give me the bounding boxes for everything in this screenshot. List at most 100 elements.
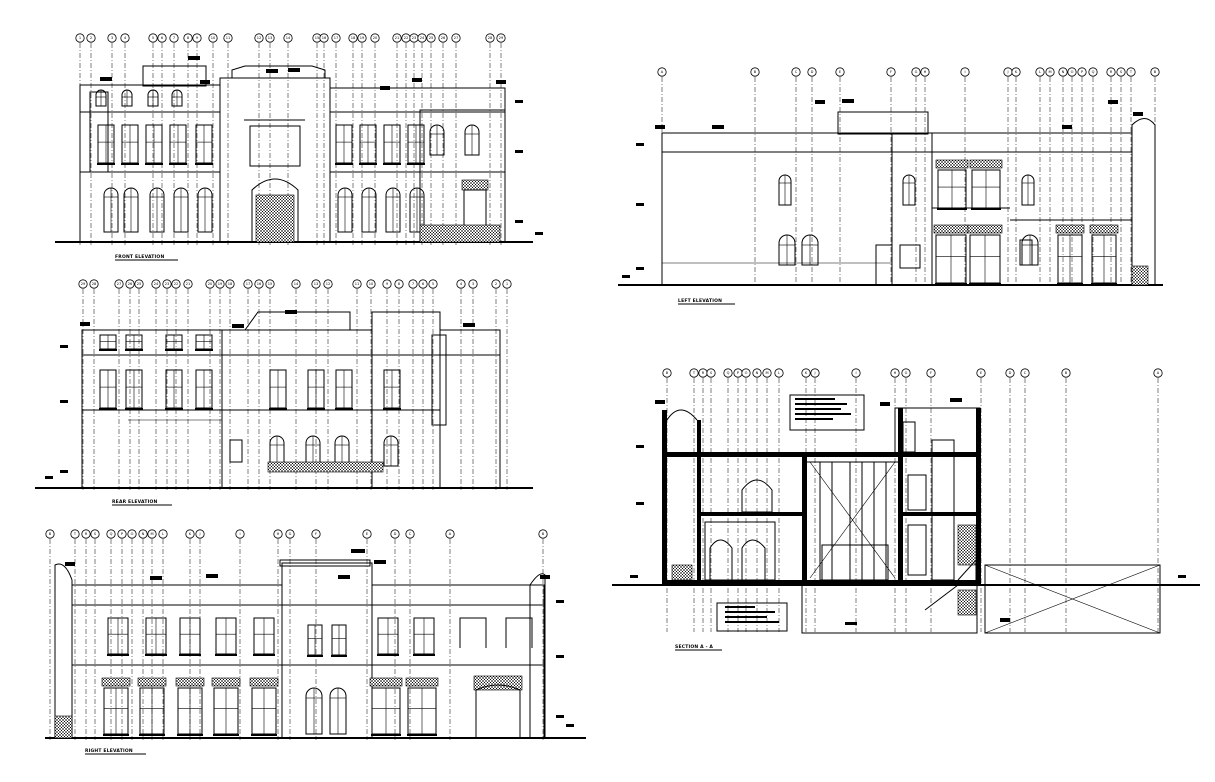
grid-bubble-label: E: [980, 371, 983, 375]
grid-bubble-label: B: [1065, 371, 1068, 375]
grid-bubble: [1153, 368, 1163, 378]
grid-bubble: [920, 67, 930, 77]
rear-elevation-title: REAR ELEVATION: [112, 499, 158, 505]
grid-bubble-label: 2: [495, 282, 497, 286]
grid-bubble: [183, 33, 193, 43]
grid-bubble: [750, 67, 760, 77]
grid-bubble-label: 7: [173, 36, 175, 40]
grid-bubble: [75, 33, 85, 43]
grid-bubble: [456, 279, 466, 289]
grid-bubble: [445, 529, 455, 539]
grid-bubble: [134, 279, 144, 289]
grid-bubble: [138, 529, 148, 539]
grid-bubble: [362, 529, 372, 539]
grid-bubble-label: M: [765, 371, 768, 375]
grid-bubble: [1106, 67, 1116, 77]
grid-bubble: [158, 529, 168, 539]
left-windows: [778, 159, 1119, 285]
grid-bubble-label: 14: [294, 282, 299, 286]
rear-windows: [99, 334, 447, 473]
grid-bubble: [208, 33, 218, 43]
grid-bubble-label: 7: [412, 282, 414, 286]
grid-bubble: [496, 33, 506, 43]
grid-bubble-label: K: [805, 371, 808, 375]
grid-bubble: [70, 529, 80, 539]
grid-bubble-label: T: [692, 371, 696, 375]
grid-bubble: [366, 279, 376, 289]
grid-bubble-label: 24: [420, 36, 425, 40]
grid-bubble-label: 29: [499, 36, 504, 40]
grid-bubble: [394, 279, 404, 289]
grid-bubble-label: A: [449, 532, 452, 536]
grid-bubble-label: 20: [208, 282, 213, 286]
grid-bubble-label: L: [162, 532, 164, 536]
grid-bubble: [960, 67, 970, 77]
grid-bubble-label: N: [1062, 70, 1065, 74]
grid-bubble: [1116, 67, 1126, 77]
grid-bubble: [348, 33, 358, 43]
grid-bubble-label: 4: [124, 36, 127, 40]
grid-bubble: [502, 279, 512, 289]
front-lower-windows: [103, 179, 501, 243]
grid-bubble: [125, 279, 135, 289]
grid-bubble-label: 13: [268, 36, 273, 40]
grid-bubble: [428, 279, 438, 289]
grid-bubble-label: 18: [228, 282, 233, 286]
grid-bubble-label: 29: [81, 282, 86, 286]
grid-bubble-label: 5: [432, 282, 434, 286]
grid-bubble: [657, 67, 667, 77]
grid-bubble: [1061, 368, 1071, 378]
grid-bubble-label: G: [905, 371, 908, 375]
grid-bubble-label: 14: [286, 36, 291, 40]
grid-bubble: [392, 33, 402, 43]
grid-bubble-label: L: [778, 371, 780, 375]
grid-bubble-label: 3: [472, 282, 474, 286]
grid-bubble: [1058, 67, 1068, 77]
grid-bubble-label: 9: [386, 282, 389, 286]
grid-bubble-label: 23: [165, 282, 170, 286]
grid-bubble-label: L: [1039, 70, 1041, 74]
grid-bubble: [147, 529, 157, 539]
grid-bubble-label: D: [394, 532, 397, 536]
grid-bubble-label: H: [924, 70, 927, 74]
grid-bubble-label: 28: [488, 36, 493, 40]
grid-bubble-label: 23: [412, 36, 417, 40]
grid-bubble: [254, 33, 264, 43]
grid-bubble-label: I: [855, 371, 856, 375]
grid-bubble-label: B: [666, 371, 669, 375]
grid-bubble-label: 20: [373, 36, 378, 40]
grid-bubble-label: T: [1129, 70, 1133, 74]
grid-bubble-label: F: [890, 70, 892, 74]
grid-bubble-label: 16: [257, 282, 262, 286]
grid-bubble-label: 4: [460, 282, 463, 286]
grid-bubble-label: 12: [257, 36, 262, 40]
grid-bubble: [911, 67, 921, 77]
grid-bubble-label: I: [239, 532, 240, 536]
grid-bubble: [390, 529, 400, 539]
grid-bubble: [901, 368, 911, 378]
grid-bubble: [114, 279, 124, 289]
grid-bubble-label: B: [49, 532, 52, 536]
grid-bubble-label: I: [964, 70, 965, 74]
grid-bubble-label: G: [915, 70, 918, 74]
grid-bubble: [706, 368, 716, 378]
grid-bubble: [807, 67, 817, 77]
right-elevation-title: RIGHT ELEVATION: [85, 748, 133, 754]
grid-bubble-label: 8: [398, 282, 401, 286]
grid-bubble-label: J: [198, 532, 200, 536]
grid-bubble: [491, 279, 501, 289]
grid-bubble-label: D: [811, 70, 814, 74]
grid-bubble: [319, 33, 329, 43]
grid-bubble-label: Q: [1092, 70, 1095, 74]
grid-bubble: [408, 279, 418, 289]
grid-bubble-label: 22: [174, 282, 179, 286]
grid-bubble: [81, 529, 91, 539]
grid-bubble: [148, 33, 158, 43]
grid-bubble-label: 27: [117, 282, 122, 286]
grid-bubble-label: 9: [196, 36, 199, 40]
grid-bubble: [215, 279, 225, 289]
grid-bubble-label: 5: [152, 36, 154, 40]
